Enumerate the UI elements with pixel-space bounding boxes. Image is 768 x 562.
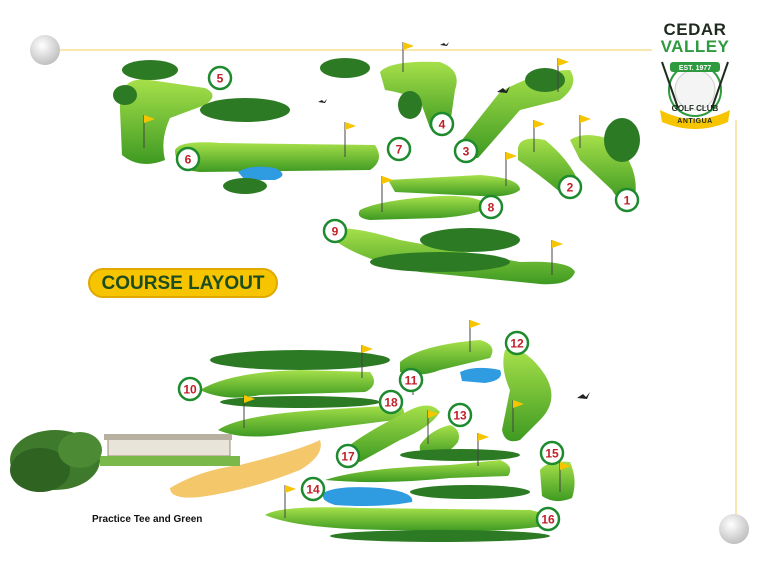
hole-number: 7 — [396, 143, 403, 157]
clubhouse — [10, 430, 240, 492]
golf-ball-icon — [719, 514, 749, 544]
hole-marker-17: 17 — [335, 443, 361, 469]
hole-marker-ring — [207, 65, 233, 91]
hole-marker-9: 9 — [322, 218, 348, 244]
hole-marker-ring — [539, 440, 565, 466]
brand-name-line1: CEDAR — [663, 20, 727, 39]
brand-name-line2: VALLEY — [660, 37, 730, 56]
hole-marker-ring — [504, 330, 530, 356]
hole-marker-11: 11 — [398, 367, 424, 393]
hole-number: 8 — [488, 201, 495, 215]
frame-lines — [60, 49, 737, 515]
hole-number: 18 — [384, 396, 398, 410]
hole-number: 5 — [217, 72, 224, 86]
hole-marker-13: 13 — [447, 402, 473, 428]
hole-marker-7: 7 — [386, 136, 412, 162]
hole-marker-2: 2 — [557, 174, 583, 200]
hole-marker-ring — [447, 402, 473, 428]
hole-marker-ring — [175, 146, 201, 172]
hole-number: 4 — [439, 118, 446, 132]
hole-marker-ring — [614, 187, 640, 213]
water-hazard — [460, 367, 501, 383]
front-nine-fairways — [119, 61, 636, 285]
water-hazard — [322, 487, 413, 506]
hole-number: 9 — [332, 225, 339, 239]
hole-marker-3: 3 — [453, 138, 479, 164]
hole-marker-ring — [557, 174, 583, 200]
hole-marker-1: 1 — [614, 187, 640, 213]
hole-marker-18: 18 — [378, 389, 404, 415]
hole-number: 13 — [453, 409, 467, 423]
hole-marker-5: 5 — [207, 65, 233, 91]
hole-marker-16: 16 — [535, 506, 561, 532]
hole-marker-6: 6 — [175, 146, 201, 172]
birds — [318, 42, 590, 399]
hole-marker-ring — [398, 367, 424, 393]
hole-marker-ring — [300, 476, 326, 502]
hole-marker-8: 8 — [478, 194, 504, 220]
brand-established: EST. 1977 — [678, 65, 712, 72]
hole-number: 12 — [510, 337, 524, 351]
hole-marker-10: 10 — [177, 376, 203, 402]
brand-golf-club: GOLF CLUB — [671, 104, 719, 113]
logo-emblem — [660, 61, 730, 129]
brand-location: ANTIGUA — [677, 118, 713, 125]
hole-number: 10 — [183, 383, 197, 397]
hole-marker-4: 4 — [429, 111, 455, 137]
club-logo: CEDAR VALLEY EST. 1977 GOLF CLUB ANTIGUA — [640, 18, 750, 138]
tree-clumps — [113, 58, 640, 542]
hole-marker-ring — [386, 136, 412, 162]
hole-marker-ring — [335, 443, 361, 469]
hole-number: 6 — [185, 153, 192, 167]
hole-marker-ring — [535, 506, 561, 532]
hole-marker-ring — [378, 389, 404, 415]
hole-marker-12: 12 — [504, 330, 530, 356]
practice-tee-label: Practice Tee and Green — [92, 514, 203, 525]
hole-marker-14: 14 — [300, 476, 326, 502]
hole-marker-ring — [322, 218, 348, 244]
course-layout-title: COURSE LAYOUT — [88, 268, 278, 298]
hole-number: 15 — [545, 447, 559, 461]
hole-number: 2 — [567, 181, 574, 195]
hole-marker-ring — [429, 111, 455, 137]
hole-number: 14 — [306, 483, 320, 497]
hole-marker-ring — [453, 138, 479, 164]
back-nine-fairways — [200, 340, 575, 532]
hole-marker-ring — [177, 376, 203, 402]
water-hazard — [238, 166, 283, 180]
golf-ball-icon — [30, 35, 60, 65]
hole-number: 16 — [541, 513, 555, 527]
hole-number: 11 — [405, 374, 418, 388]
practice-range — [170, 440, 321, 498]
hole-marker-ring — [478, 194, 504, 220]
hole-number: 17 — [341, 450, 355, 464]
hole-number: 3 — [463, 145, 470, 159]
hole-number: 1 — [624, 194, 631, 208]
hole-marker-15: 15 — [539, 440, 565, 466]
